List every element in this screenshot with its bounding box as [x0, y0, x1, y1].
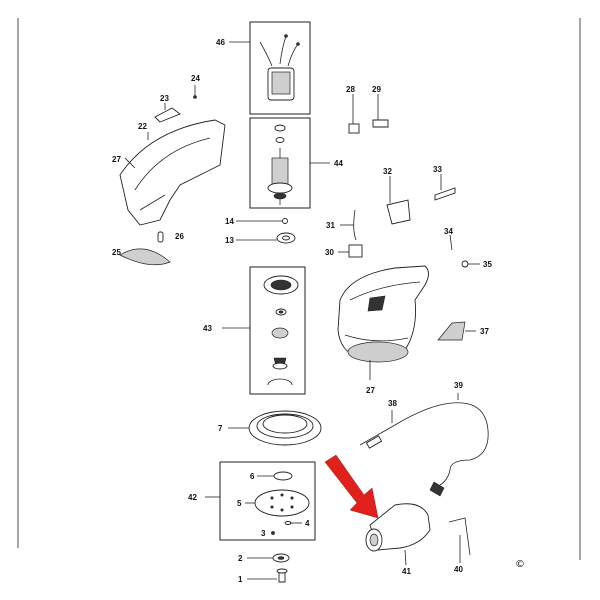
part-33-rail	[434, 187, 456, 201]
label-7: 7	[218, 424, 223, 433]
label-3: 3	[261, 529, 266, 538]
part-42-box	[219, 461, 316, 541]
label-6: 6	[250, 472, 255, 481]
label-25: 25	[112, 248, 121, 257]
label-44: 44	[334, 159, 343, 168]
label-30: 30	[325, 248, 334, 257]
sanding-base-parts-42	[254, 471, 310, 535]
label-33: 33	[433, 165, 442, 174]
label-2: 2	[238, 554, 243, 563]
label-4: 4	[305, 519, 310, 528]
label-39: 39	[454, 381, 463, 390]
label-13: 13	[225, 236, 234, 245]
part-37-plate	[437, 321, 466, 341]
label-5: 5	[237, 499, 242, 508]
label-28: 28	[346, 85, 355, 94]
part-29-switch	[372, 119, 389, 128]
label-31: 31	[326, 221, 335, 230]
label-1: 1	[238, 575, 243, 584]
part-26-clip	[157, 231, 164, 243]
fan-part-43	[263, 275, 299, 386]
label-34: 34	[444, 227, 453, 236]
part-46-box	[249, 21, 311, 115]
assembled-sander-part-27	[337, 265, 429, 363]
part-43-box	[249, 266, 306, 395]
part-28-block	[348, 123, 360, 134]
label-22: 22	[138, 122, 147, 131]
label-46: 46	[216, 38, 225, 47]
label-29: 29	[372, 85, 381, 94]
part-7-pad-ring	[248, 410, 322, 446]
dust-bag-part-41	[365, 503, 431, 552]
label-41: 41	[402, 567, 411, 576]
label-35: 35	[483, 260, 492, 269]
housing-part-27-left	[119, 119, 226, 226]
part-34-screw	[449, 234, 453, 251]
part-25-plate	[119, 248, 171, 266]
part-14-washer	[282, 218, 288, 224]
copyright-symbol: ©	[515, 559, 525, 570]
hex-key-part-40	[448, 517, 471, 556]
label-43: 43	[203, 324, 212, 333]
label-32: 32	[383, 167, 392, 176]
label-24: 24	[191, 74, 200, 83]
part-30-capacitor	[348, 244, 363, 258]
label-26: 26	[175, 232, 184, 241]
label-42: 42	[188, 493, 197, 502]
label-27-left: 27	[112, 155, 121, 164]
power-cable-parts-38-39	[359, 402, 489, 497]
label-23: 23	[160, 94, 169, 103]
part-35-screw	[461, 260, 469, 268]
label-27-right: 27	[366, 386, 375, 395]
label-40: 40	[454, 565, 463, 574]
part-24-screw	[193, 95, 197, 99]
highlight-arrow	[324, 454, 379, 519]
label-38: 38	[388, 399, 397, 408]
armature-part-44	[267, 124, 293, 205]
stator-part-46	[259, 34, 300, 101]
label-37: 37	[480, 327, 489, 336]
part-32-switch-block	[386, 199, 411, 225]
part-23-shape	[154, 107, 181, 123]
label-14: 14	[225, 217, 234, 226]
part-31-wire	[353, 209, 357, 241]
